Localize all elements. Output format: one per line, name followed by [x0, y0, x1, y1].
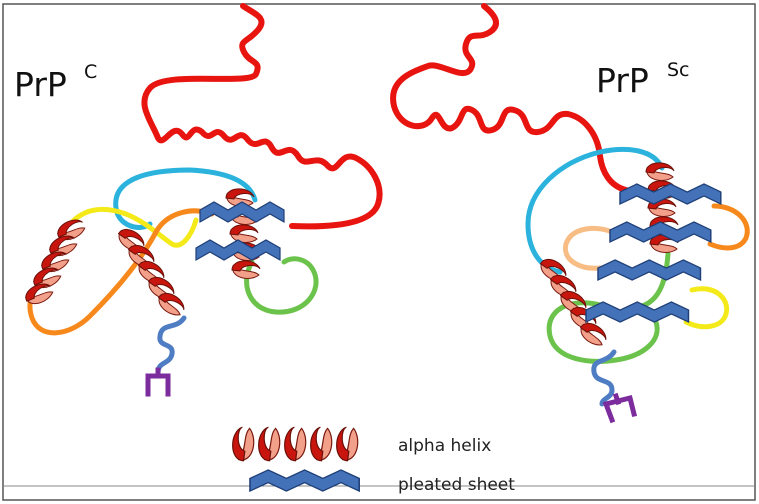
prpsc-orange-loop	[707, 203, 750, 251]
prpc-cyan-loop	[113, 167, 258, 230]
prpsc-sheet-4	[585, 301, 690, 323]
prpsc-yellow-loop	[683, 286, 730, 330]
legend-sheet-icon	[249, 469, 360, 492]
prpc-structure	[21, 3, 383, 397]
prpc-yellow-loop	[69, 206, 199, 248]
prpc-blue-tail	[155, 315, 187, 375]
legend: alpha helix pleated sheet	[232, 426, 515, 495]
prpsc-cyan-loop	[525, 146, 665, 275]
prpsc-sheet-3	[597, 259, 702, 281]
prpc-label-main: PrP	[14, 65, 67, 104]
prpsc-green-loop	[546, 251, 671, 364]
prpc-helix-1	[21, 214, 88, 310]
figure-border	[2, 3, 756, 501]
legend-sheet-label: pleated sheet	[398, 475, 515, 495]
prpc-red-coil	[141, 3, 383, 230]
prpc-label-superscript: C	[84, 61, 97, 83]
prpc-green-loop	[244, 256, 319, 315]
prpsc-structure	[390, 3, 750, 424]
prpsc-label-main: PrP	[596, 61, 649, 100]
legend-helix-icon	[232, 426, 359, 462]
legend-helix-label: alpha helix	[398, 436, 491, 456]
prpsc-gpi-anchor	[602, 392, 638, 424]
prpc-orange-loop	[27, 208, 215, 336]
prpc-label: PrP C	[14, 61, 97, 104]
prpsc-peach-loop	[563, 225, 615, 271]
prpsc-red-coil	[390, 3, 629, 193]
prpsc-label: PrP Sc	[596, 59, 690, 100]
prpsc-blue-tail	[591, 349, 617, 407]
prpc-gpi-anchor	[145, 367, 171, 397]
prpsc-label-superscript: Sc	[667, 59, 690, 81]
